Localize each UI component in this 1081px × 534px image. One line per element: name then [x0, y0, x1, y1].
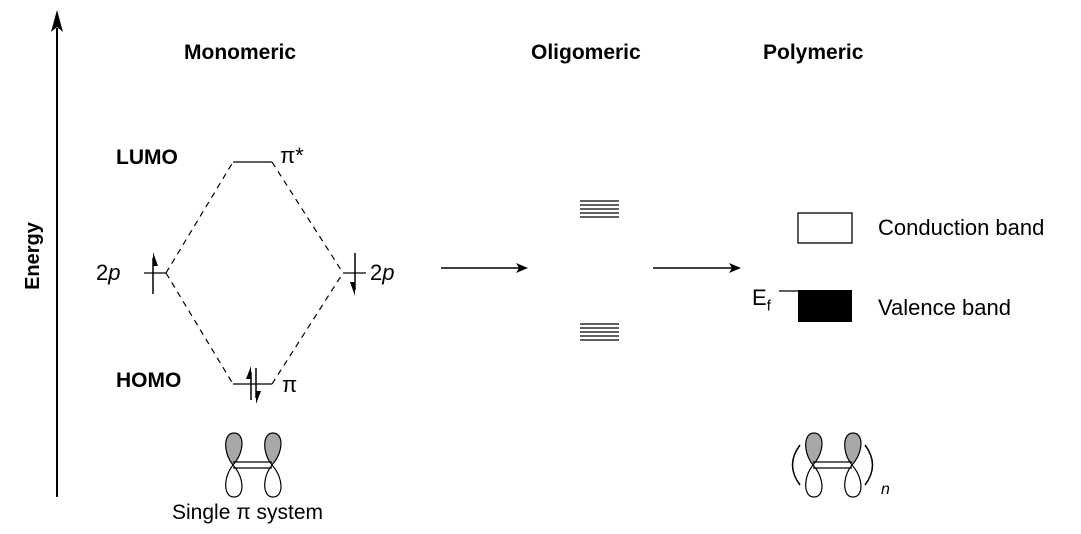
- valence-band-label: Valence band: [878, 295, 1011, 320]
- header-polymeric: Polymeric: [763, 41, 864, 64]
- fermi-level-label: Ef: [752, 285, 771, 315]
- polymer-left-paren: [791, 444, 801, 486]
- conduction-band: [797, 212, 853, 244]
- right-2p-letter: p: [382, 260, 395, 285]
- homo-electron-pair: [246, 366, 261, 404]
- left-2p-letter: p: [108, 260, 121, 285]
- energy-axis-label: Energy: [22, 222, 44, 290]
- right-2p-num: 2: [370, 260, 383, 285]
- conduction-band-label: Conduction band: [878, 215, 1045, 240]
- left-2p-electron-up: [152, 252, 158, 294]
- energy-axis-arrowhead: [51, 10, 63, 32]
- single-pi-caption: Single π system: [172, 501, 324, 524]
- fermi-sub: f: [766, 297, 771, 315]
- left-2p-label: 2p: [96, 262, 121, 284]
- oligomer-lower-levels: [580, 323, 619, 341]
- header-monomeric: Monomeric: [184, 41, 297, 64]
- polymer-subscript-n: n: [881, 481, 890, 498]
- pi-label: π: [282, 372, 298, 397]
- left-2p-num: 2: [96, 260, 109, 285]
- lumo-label: LUMO: [116, 146, 178, 169]
- homo-label: HOMO: [116, 369, 182, 392]
- pi-star-label: π*: [280, 143, 304, 168]
- polymer-right-paren: [864, 444, 874, 486]
- fermi-main: E: [752, 285, 767, 310]
- valence-band: [798, 290, 852, 322]
- right-2p-label: 2p: [370, 262, 395, 284]
- right-2p-electron-down: [350, 253, 356, 296]
- polymer-orbital-icon: [791, 432, 874, 498]
- header-oligomeric: Oligomeric: [531, 41, 641, 64]
- monomer-orbital-icon: [225, 432, 282, 498]
- oligomer-upper-levels: [580, 200, 619, 218]
- correlation-lines: [165, 161, 344, 385]
